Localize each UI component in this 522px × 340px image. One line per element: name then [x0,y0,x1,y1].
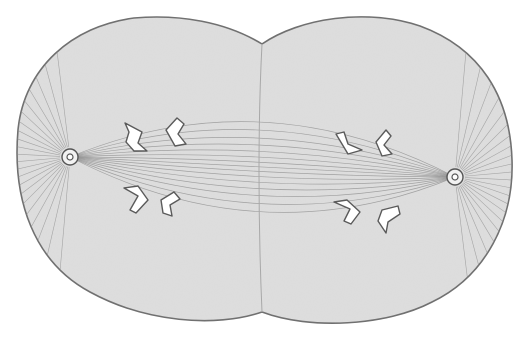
centrosome-left [62,149,78,165]
centrosome-right [447,169,463,185]
